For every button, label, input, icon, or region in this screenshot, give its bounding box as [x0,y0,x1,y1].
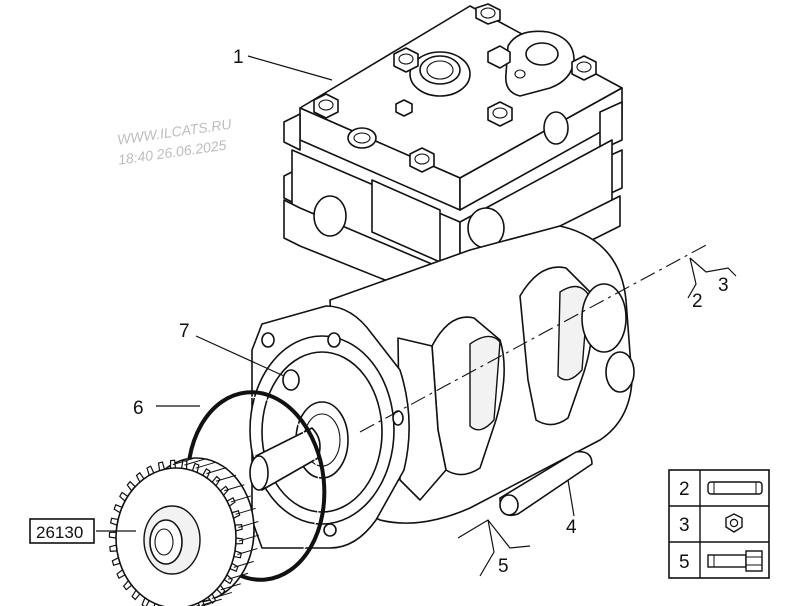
gear-helix-line [211,591,232,599]
gear-helix-line [235,507,256,515]
o-ring-small [282,369,300,391]
fastener-legend: 2 3 5 [668,469,770,579]
legend-row-2: 2 [679,479,763,500]
head-bolt-2 [393,47,419,73]
legend-row-3: 3 [679,513,743,536]
gear-helix-line [220,583,241,591]
helical-gear [108,457,260,606]
gear-helix-line [237,548,258,555]
watermark: WWW.ILCATS.RU 18:40 26.06.2025 [116,116,233,168]
legend-num-3: 3 [679,515,690,536]
callout-3: 3 [718,275,729,296]
bolt-icon [707,550,763,572]
head-bolt-6 [395,99,413,117]
legend-row-5: 5 [679,550,763,573]
legend-num-5: 5 [679,552,690,573]
callout-6: 6 [133,398,144,419]
head-bolt-8 [409,147,435,173]
callout-4: 4 [566,517,577,538]
nut-icon [725,513,743,533]
gear-helix-line [215,474,237,482]
head-bolt-3 [487,45,511,69]
front-flange [249,305,410,549]
gear-helix-line [206,467,227,475]
dowel-pin [499,450,593,517]
head-bolt-4 [571,55,597,81]
callout-5: 5 [498,556,509,577]
gear-tooth [108,531,117,539]
gear-helix-line [238,521,259,528]
callout-1: 1 [233,47,244,68]
gear-helix-line [238,534,260,542]
ref-box-label: 26130 [36,523,83,542]
gear-helix-line [227,572,249,580]
gear-helix-line [195,461,216,469]
head-bolt-7 [487,101,513,127]
gear-helix-line [224,484,245,492]
gear-helix-line [200,602,211,606]
pin-icon [707,481,763,495]
callout-7: 7 [179,321,190,342]
leader-lines [96,55,737,577]
head-bolt-5 [313,93,339,119]
gear-helix-line [230,495,252,503]
gear-helix-line [201,598,222,606]
shaft-axis-line [359,243,709,433]
head-bolt-1 [475,3,501,25]
legend-num-2: 2 [679,479,690,500]
cylinder-head [283,3,623,307]
gear-helix-line [184,458,205,466]
gear-helix-line [233,560,254,568]
callout-2: 2 [692,291,703,312]
ref-box-26130[interactable]: 26130 [29,518,95,544]
